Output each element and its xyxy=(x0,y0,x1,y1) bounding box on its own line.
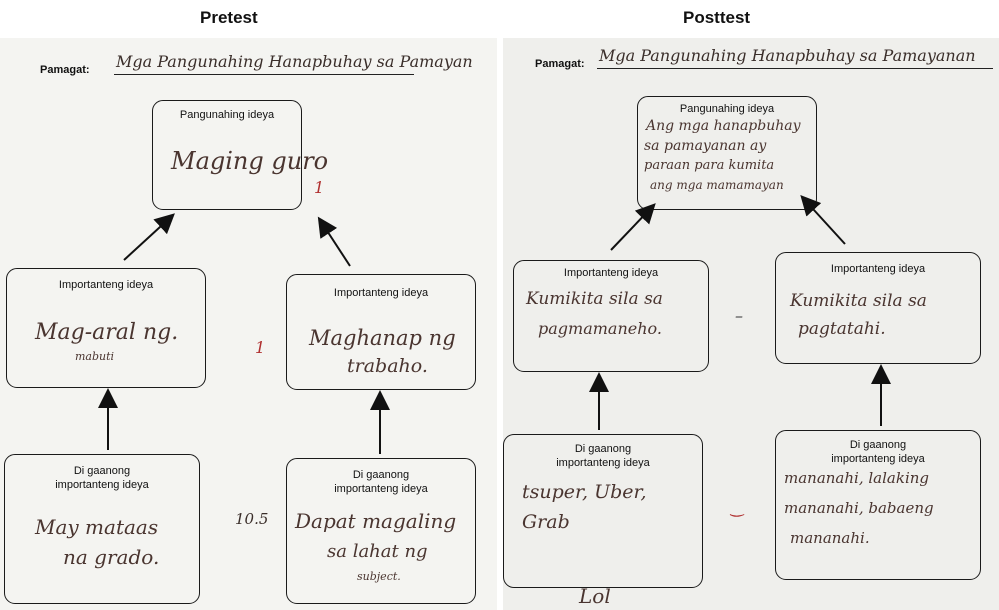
posttest-minor-right-line2: mananahi, babaeng xyxy=(784,499,934,517)
pretest-minor-right-label-1: Di gaanong xyxy=(352,469,410,481)
posttest-important-right-label: Importanteng ideya xyxy=(830,263,926,275)
pretest-title-underline xyxy=(114,74,414,75)
posttest-minor-right-line1: mananahi, lalaking xyxy=(784,469,929,487)
pretest-main-idea-text: Maging guro xyxy=(171,147,329,175)
pretest-important-left-label: Importanteng ideya xyxy=(58,279,154,291)
posttest-main-idea-box: Pangunahing ideya Ang mga hanapbuhay sa … xyxy=(637,96,817,210)
pretest-title-label: Pamagat: xyxy=(40,64,90,76)
posttest-dash-mark: – xyxy=(735,306,743,325)
pretest-important-right-label: Importanteng ideya xyxy=(333,287,429,299)
posttest-title-text: Mga Pangunahing Hanapbuhay sa Pamayanan xyxy=(599,46,976,65)
pretest-arrow-left-to-main xyxy=(123,213,175,261)
pretest-minor-right-line1: Dapat magaling xyxy=(295,509,457,533)
posttest-main-idea-line1: Ang mga hanapbuhay xyxy=(646,118,801,134)
pretest-important-right-line2: trabaho. xyxy=(347,355,428,377)
pretest-important-right-box: Importanteng ideya Maghanap ng trabaho. xyxy=(286,274,476,390)
pretest-minor-left-box: Di gaanong importanteng ideya May mataas… xyxy=(4,454,200,604)
posttest-important-left-line2: pagmamaneho. xyxy=(538,319,662,338)
pretest-important-left-line1: Mag-aral ng. xyxy=(35,320,179,345)
posttest-minor-left-box: Di gaanong importanteng ideya tsuper, Ub… xyxy=(503,434,703,588)
pretest-minor-right-box: Di gaanong importanteng ideya Dapat maga… xyxy=(286,458,476,604)
posttest-important-right-box: Importanteng ideya Kumikita sila sa pagt… xyxy=(775,252,981,364)
posttest-panel: Pamagat: Mga Pangunahing Hanapbuhay sa P… xyxy=(503,38,999,610)
pretest-important-right-line1: Maghanap ng xyxy=(309,326,456,350)
pretest-main-score: 1 xyxy=(314,178,325,197)
pretest-mid-score: 1 xyxy=(255,338,266,357)
posttest-minor-right-box: Di gaanong importanteng ideya mananahi, … xyxy=(775,430,981,580)
pretest-minor-left-label-2: importanteng ideya xyxy=(55,479,149,491)
posttest-important-left-line1: Kumikita sila sa xyxy=(526,289,663,309)
posttest-title-underline xyxy=(597,68,993,69)
pretest-minor-left-label-1: Di gaanong xyxy=(73,465,131,477)
posttest-main-idea-line3: paraan para kumita xyxy=(644,158,775,173)
posttest-minor-left-line2: Grab xyxy=(522,511,570,533)
posttest-minor-right-label-1: Di gaanong xyxy=(849,439,907,451)
posttest-title-label: Pamagat: xyxy=(535,58,585,70)
pretest-important-left-box: Importanteng ideya Mag-aral ng. mabuti xyxy=(6,268,206,388)
posttest-red-mark: ‿ xyxy=(731,498,744,517)
posttest-main-idea-line2: sa pamayanan ay xyxy=(644,138,767,154)
posttest-minor-left-label-1: Di gaanong xyxy=(574,443,632,455)
posttest-arrow-left-to-main xyxy=(610,203,656,251)
posttest-arrow-right-to-main xyxy=(800,195,846,245)
pretest-minor-right-label-2: importanteng ideya xyxy=(334,483,428,495)
posttest-minor-left-label-2: importanteng ideya xyxy=(556,457,650,469)
posttest-minor-left-line1: tsuper, Uber, xyxy=(522,481,647,503)
posttest-important-left-box: Importanteng ideya Kumikita sila sa pagm… xyxy=(513,260,709,372)
pretest-minor-left-line2: na grado. xyxy=(63,545,160,569)
pretest-main-idea-box: Pangunahing ideya Maging guro xyxy=(152,100,328,210)
pretest-title-text: Mga Pangunahing Hanapbuhay sa Pamayan xyxy=(116,52,473,71)
pretest-arrow-right-to-main xyxy=(317,216,351,267)
posttest-arrows xyxy=(589,195,891,430)
pretest-header: Pretest xyxy=(200,8,258,27)
pretest-minor-right-line3: subject. xyxy=(357,570,401,583)
posttest-minor-right-label-2: importanteng ideya xyxy=(831,453,925,465)
pretest-total-score: 10.5 xyxy=(235,510,269,528)
posttest-main-idea-line4: ang mga mamamayan xyxy=(650,178,784,192)
pretest-minor-left-line1: May mataas xyxy=(35,515,159,539)
pretest-minor-right-line2: sa lahat ng xyxy=(327,541,428,562)
posttest-bottom-note: Lol xyxy=(579,584,611,608)
posttest-header: Posttest xyxy=(683,8,751,27)
pretest-main-idea-label: Pangunahing ideya xyxy=(179,109,275,121)
pretest-arrows xyxy=(98,213,390,454)
posttest-important-right-line1: Kumikita sila sa xyxy=(790,291,927,311)
posttest-important-right-line2: pagtatahi. xyxy=(798,319,886,339)
pretest-panel: Pamagat: Mga Pangunahing Hanapbuhay sa P… xyxy=(0,38,497,610)
posttest-important-left-label: Importanteng ideya xyxy=(563,267,659,279)
pretest-important-left-line2: mabuti xyxy=(75,350,115,363)
posttest-minor-right-line3: mananahi. xyxy=(790,529,870,547)
posttest-main-idea-label: Pangunahing ideya xyxy=(679,103,775,115)
